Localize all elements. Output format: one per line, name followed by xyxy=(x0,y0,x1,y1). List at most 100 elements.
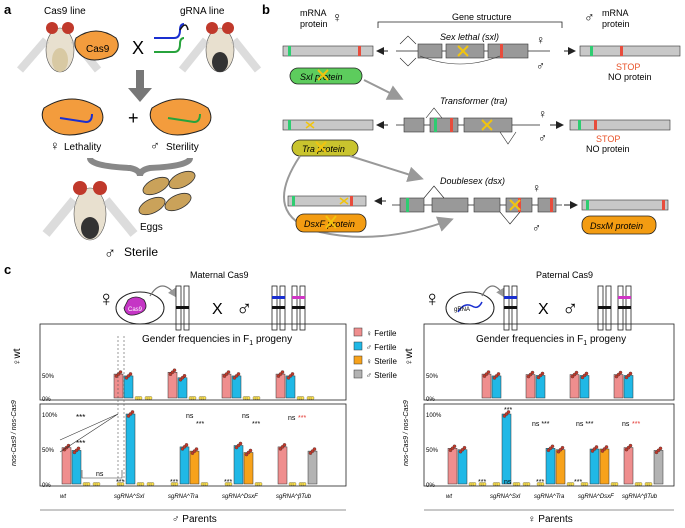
protein-right-label: protein xyxy=(602,19,630,29)
male-header-symbol: ♂ xyxy=(584,9,595,25)
bar xyxy=(167,371,178,399)
tra-male-mrna xyxy=(569,119,671,131)
sig-label: ns *** xyxy=(532,421,550,428)
cas9-grna-blob-1-icon xyxy=(41,98,104,136)
bar xyxy=(589,448,600,485)
row1-label-right: ♀wt xyxy=(404,348,415,366)
y-tick-label: 0% xyxy=(426,397,435,403)
bar xyxy=(623,447,634,485)
fly-female-icon xyxy=(16,22,102,73)
legend-item-male-fertile: ♂ Fertile xyxy=(366,343,397,352)
data-point xyxy=(182,374,187,378)
paternal-bottom-chart-frame xyxy=(423,403,675,487)
y-tick-label: 0% xyxy=(42,483,51,489)
bar xyxy=(457,449,468,485)
tra-stop-label: STOP xyxy=(596,134,620,144)
category-label: sgRNA^Sxl xyxy=(114,494,145,500)
sig-label: *** xyxy=(76,439,85,448)
data-point xyxy=(560,445,565,450)
bar xyxy=(113,373,124,399)
protein-left-label: protein xyxy=(300,19,328,29)
bar xyxy=(447,448,458,485)
sxl-title: Sex lethal (sxl) xyxy=(440,32,499,42)
bar xyxy=(501,413,512,485)
sig-label: *** xyxy=(76,413,85,422)
sxl-stop-label: STOP xyxy=(616,62,640,72)
dsx-gene-structure xyxy=(392,185,562,225)
dsxm-protein-pill xyxy=(581,215,657,235)
mrna-left-label: mRNA xyxy=(300,8,327,18)
data-point xyxy=(236,372,241,376)
y-tick-label: 100% xyxy=(42,413,58,419)
sig-label: *** xyxy=(574,479,582,486)
sxl-male-symbol: ♂ xyxy=(536,59,545,73)
sig-label: *** xyxy=(196,421,204,428)
bar xyxy=(525,374,536,399)
tra-female-symbol: ♀ xyxy=(538,107,547,121)
bar xyxy=(233,445,244,485)
legend-item-female-sterile: ♀ Sterile xyxy=(366,357,397,366)
y-tick-label: 50% xyxy=(426,448,439,454)
bar xyxy=(179,446,190,485)
data-point xyxy=(184,443,189,447)
sig-label: *** xyxy=(632,421,640,428)
category-label: sgRNA^βTub xyxy=(622,494,658,500)
svg-text:gRNA: gRNA xyxy=(454,307,470,313)
data-point xyxy=(96,482,101,486)
data-point xyxy=(118,370,123,374)
data-point xyxy=(472,482,477,486)
category-label: sgRNA^DsxF xyxy=(222,494,258,500)
maternal-cas9-title: Maternal Cas9 xyxy=(190,270,249,280)
panel-a: a Cas9 line gRNA line Cas9 X xyxy=(4,2,262,262)
maternal-bottom-chart-frame xyxy=(39,403,347,487)
paternal-cross-icon: ♀ gRNA X ♂ xyxy=(424,285,632,331)
data-point xyxy=(618,370,623,375)
sig-label: ns xyxy=(96,471,104,478)
cross-symbol: X xyxy=(132,38,144,58)
svg-text:♀: ♀ xyxy=(98,286,115,311)
legend-item-female-fertile: ♀ Fertile xyxy=(366,329,397,338)
data-point xyxy=(482,482,487,486)
row2-label-right: nos-Cas9 / nos-Cas9 xyxy=(403,400,410,466)
legend: ♀ Fertile ♂ Fertile ♀ Sterile ♂ Sterile xyxy=(353,327,397,380)
sig-label: ns *** xyxy=(576,421,594,428)
svg-text:♂: ♂ xyxy=(562,296,579,321)
sxl-male-mrna xyxy=(579,45,681,57)
data-point xyxy=(452,444,457,449)
dsx-male-symbol: ♂ xyxy=(532,221,541,235)
dsx-female-mrna xyxy=(287,195,367,207)
bar xyxy=(277,446,288,485)
data-point xyxy=(194,447,199,451)
data-point xyxy=(256,396,261,400)
y-tick-label: 50% xyxy=(42,448,55,454)
sig-label: ns xyxy=(242,413,250,420)
bar xyxy=(613,374,624,399)
data-point xyxy=(506,410,511,414)
data-point xyxy=(594,445,599,449)
category-label: wt xyxy=(60,494,66,500)
brace-icon xyxy=(87,157,193,177)
category-label: sgRNA^Tra xyxy=(168,494,199,500)
data-point xyxy=(604,445,609,449)
bar-charts: 0%50%0%50%100%0%50%0%50%100% xyxy=(42,336,664,489)
data-point xyxy=(648,482,653,486)
dsx-female-symbol: ♀ xyxy=(532,181,541,195)
paternal-cas9-title: Paternal Cas9 xyxy=(536,270,593,280)
female-parents-label: ♀ Parents xyxy=(528,514,573,525)
sig-label: *** xyxy=(478,479,486,486)
panel-c-letter: c xyxy=(4,262,11,277)
data-point xyxy=(628,443,633,448)
dsxm-protein-label: DsxM protein xyxy=(590,221,643,231)
tra-title: Transformer (tra) xyxy=(440,96,507,106)
lethality-label: Lethality xyxy=(64,142,101,153)
cas9-line-label: Cas9 line xyxy=(44,6,86,17)
tra-no-protein-label: NO protein xyxy=(586,144,630,154)
paternal-top-chart-frame xyxy=(423,323,675,401)
svg-text:♀: ♀ xyxy=(424,286,441,311)
svg-text:♂: ♂ xyxy=(236,296,253,321)
tra-protein-pill xyxy=(291,139,359,157)
data-point xyxy=(540,371,545,376)
y-tick-label: 100% xyxy=(426,413,442,419)
sig-label: ns xyxy=(186,413,194,420)
